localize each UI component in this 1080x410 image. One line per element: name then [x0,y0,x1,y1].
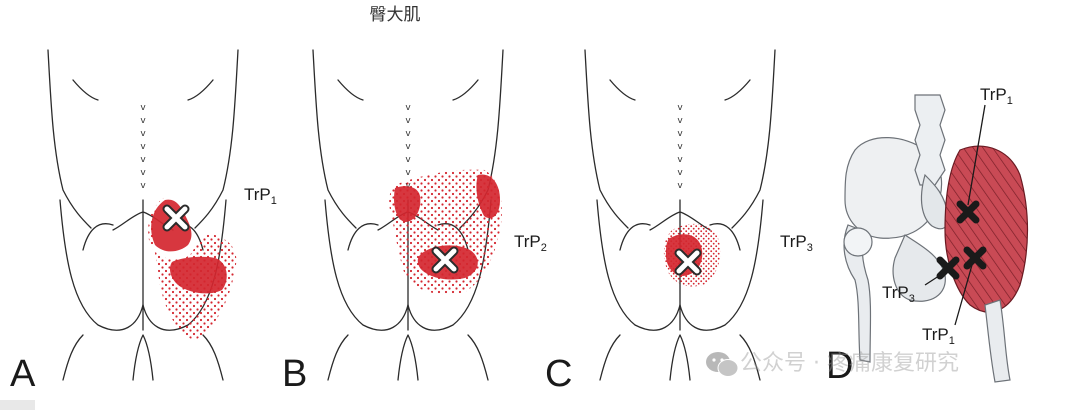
diagram-title: 臀大肌 [370,5,421,25]
panel-b-pain-solid-left [394,186,421,222]
d-leader-line-2 [924,271,946,286]
panel-d: TrP1 TrP3 TrP1 D [826,85,1029,387]
panel-b-letter: B [282,353,307,395]
watermark-text: 公众号 · 疼痛康复研究 [740,351,959,376]
panel-d-letter: D [826,345,853,387]
panel-c-letter: C [545,353,572,395]
panel-a-trp-label: TrP1 [244,185,277,207]
panel-c-torso [584,49,776,381]
d-leader-line-3 [954,264,973,326]
pelvis-bone [843,94,949,363]
panel-c-trigger-point-icon [679,253,697,271]
panel-a-torso [47,49,239,381]
panel-c-trp-label: TrP3 [780,232,813,254]
panel-c: TrP3 C [545,49,813,395]
d-leader-line-1 [967,104,986,206]
watermark: 公众号 · 疼痛康复研究 [706,351,959,377]
wechat-icon [706,352,739,377]
panel-a-letter: A [10,353,36,395]
panel-a-trigger-point-icon [167,209,185,227]
panel-b-trigger-point-icon [436,251,454,269]
d-label-trp1-lower: TrP1 [922,325,955,347]
panel-b-pain-solid-right [476,174,500,219]
panel-a: TrP1 A [10,49,277,395]
femur-bone [984,299,1011,383]
corner-block [0,400,35,410]
panel-b-trp-label: TrP2 [514,232,547,254]
gluteus-maximus-muscle [944,145,1029,313]
panel-b: TrP2 B [282,49,547,395]
d-label-trp3: TrP3 [882,283,915,305]
panel-a-pain-solid-lower [170,256,227,294]
d-label-trp1: TrP1 [980,85,1013,107]
